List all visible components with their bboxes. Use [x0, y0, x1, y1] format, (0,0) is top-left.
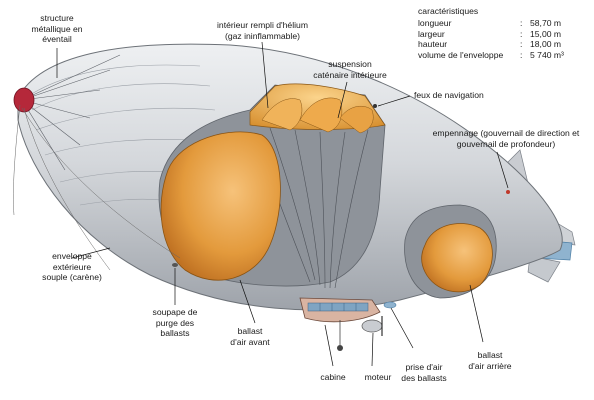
spec-row: hauteur : 18,00 m	[418, 39, 590, 50]
helium-cells	[249, 83, 386, 134]
label-purge-valve: soupape de purge des ballasts	[152, 307, 198, 338]
tail-light	[506, 190, 510, 194]
spec-row: volume de l'enveloppe : 5 740 m³	[418, 50, 590, 61]
label-outer-envelope: enveloppe extérieure souple (carène)	[42, 251, 102, 282]
ballast-air-intake	[383, 301, 397, 309]
spec-sep: :	[520, 17, 523, 28]
mooring-lines	[13, 104, 181, 271]
spec-value: 15,00 m	[530, 28, 562, 39]
label-cabin: cabine	[320, 372, 346, 382]
gondola-cabin	[299, 297, 381, 351]
label-tail-fins: empennage (gouvernail de direction et go…	[432, 128, 580, 149]
spec-sep: :	[520, 28, 523, 39]
purge-valve	[172, 263, 178, 267]
label-air-intake: prise d'air des ballasts	[401, 362, 447, 383]
nose-cap	[13, 87, 35, 113]
rear-air-ballast	[421, 223, 493, 293]
navigation-light	[373, 104, 377, 108]
hull-seams	[29, 64, 216, 206]
label-rear-ballast: ballast d'air arrière	[468, 350, 512, 371]
spec-row: longueur : 58,70 m	[418, 18, 590, 29]
spec-sep: :	[520, 39, 523, 50]
spec-value: 58,70 m	[530, 17, 562, 28]
spec-key: volume de l'enveloppe	[418, 50, 504, 61]
spec-row: largeur : 15,00 m	[418, 29, 590, 40]
spec-value: 5 740 m³	[530, 50, 564, 61]
engine	[361, 316, 383, 336]
label-catenary-suspension: suspension caténaire intérieure	[313, 59, 387, 80]
label-front-ballast: ballast d'air avant	[230, 326, 270, 347]
spec-key: largeur	[418, 28, 445, 39]
spec-key: hauteur	[418, 39, 448, 50]
leader-lines	[56, 41, 509, 367]
specifications-panel: caractéristiques longueur : 58,70 m larg…	[418, 6, 590, 61]
spec-key: longueur	[418, 17, 452, 28]
spec-sep: :	[520, 50, 523, 61]
label-structure: structure métallique en éventail	[31, 13, 83, 44]
spec-value: 18,00 m	[530, 39, 562, 50]
specifications-title: caractéristiques	[418, 6, 479, 16]
front-air-ballast	[160, 131, 281, 281]
label-helium-interior: intérieur rempli d'hélium (gaz ininflamm…	[217, 20, 308, 41]
label-navigation-lights: feux de navigation	[414, 90, 484, 100]
label-engine: moteur	[364, 372, 392, 382]
